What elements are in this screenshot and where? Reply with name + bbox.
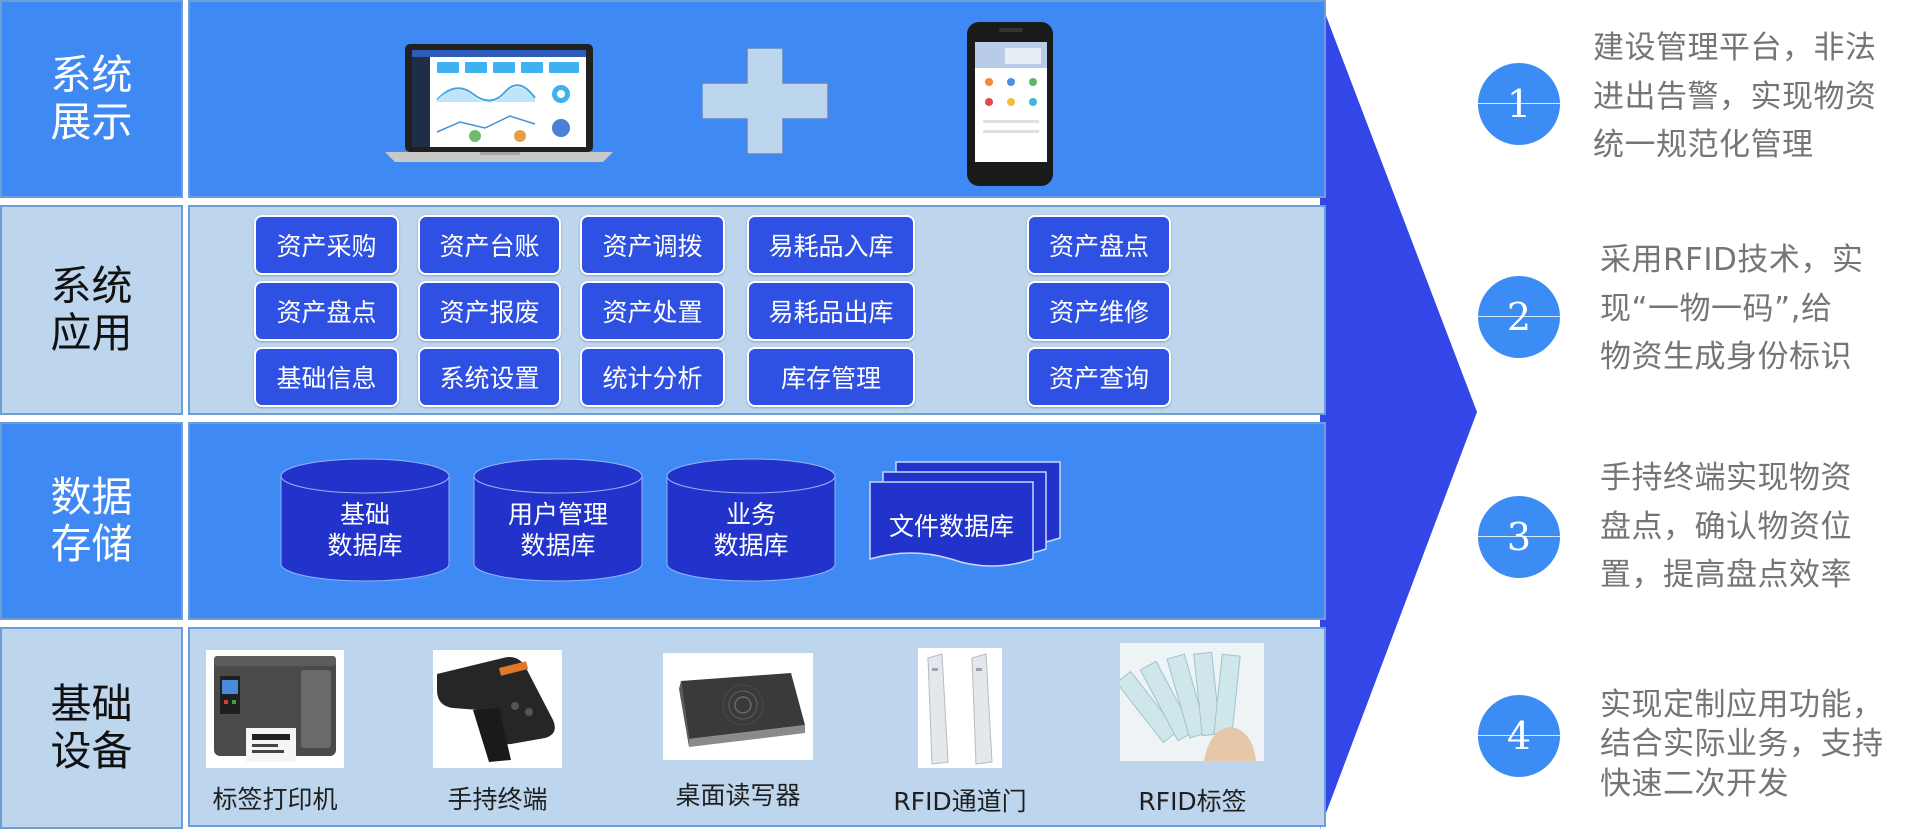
module-asset-scrap[interactable]: 资产报废 — [418, 281, 561, 341]
point-number-3: 3 — [1478, 496, 1560, 578]
label-printer-icon — [206, 650, 344, 768]
layer-label-display: 系统 展示 — [0, 0, 183, 198]
point-text-2: 采用RFID技术，实 现“一物一码”,给 物资生成身份标识 — [1600, 242, 1864, 376]
database-basic-label: 基础 数据库 — [327, 500, 403, 560]
layer-label-hardware: 基础 设备 — [0, 627, 183, 829]
module-system-settings[interactable]: 系统设置 — [418, 347, 561, 407]
device-label-rfid-gate: RFID通道门 — [893, 787, 1027, 816]
database-business: 业务 数据库 — [666, 458, 836, 582]
file-database-label: 文件数据库 — [888, 512, 1014, 541]
file-database: 文件数据库 — [868, 460, 1062, 572]
module-asset-query[interactable]: 资产查询 — [1027, 347, 1171, 407]
module-consumable-inbound[interactable]: 易耗品入库 — [747, 215, 915, 275]
module-asset-disposal[interactable]: 资产处置 — [580, 281, 725, 341]
rfid-gate-icon — [918, 648, 1002, 768]
laptop-icon — [385, 44, 613, 162]
module-asset-inventory-right[interactable]: 资产盘点 — [1027, 215, 1171, 275]
chevron-arrow — [1320, 0, 1477, 829]
plus-icon — [701, 47, 829, 155]
rfid-tag-icon — [1120, 643, 1264, 761]
device-label-desktop-reader: 桌面读写器 — [675, 781, 801, 810]
device-label-handheld: 手持终端 — [447, 785, 548, 814]
desktop-reader-icon — [663, 653, 813, 760]
smartphone-icon — [967, 22, 1053, 186]
database-user-management-label: 用户管理 数据库 — [507, 500, 608, 560]
point-text-3: 手持终端实现物资 盘点，确认物资位 置，提高盘点效率 — [1600, 460, 1852, 594]
point-text-1: 建设管理平台，非法 进出告警，实现物资 统一规范化管理 — [1593, 30, 1877, 164]
handheld-terminal-icon — [433, 650, 562, 768]
layer-panel-display — [188, 0, 1326, 198]
document-stack-icon — [869, 461, 1061, 567]
module-asset-purchase[interactable]: 资产采购 — [254, 215, 399, 275]
module-basic-info[interactable]: 基础信息 — [254, 347, 399, 407]
device-label-printer: 标签打印机 — [212, 785, 338, 814]
database-basic: 基础 数据库 — [280, 458, 450, 582]
point-number-1: 1 — [1478, 63, 1560, 145]
module-inventory-management[interactable]: 库存管理 — [747, 347, 915, 407]
database-user-management: 用户管理 数据库 — [473, 458, 643, 582]
module-asset-transfer[interactable]: 资产调拨 — [580, 215, 725, 275]
layer-label-application: 系统 应用 — [0, 205, 183, 415]
point-text-4: 实现定制应用功能， 结合实际业务，支持 快速二次开发 — [1600, 687, 1884, 802]
device-label-rfid-tag: RFID标签 — [1138, 787, 1247, 816]
module-asset-ledger[interactable]: 资产台账 — [418, 215, 561, 275]
layer-label-storage: 数据 存储 — [0, 422, 183, 620]
point-number-2: 2 — [1478, 276, 1560, 358]
point-number-4: 4 — [1478, 695, 1560, 777]
database-business-label: 业务 数据库 — [713, 500, 789, 560]
module-consumable-outbound[interactable]: 易耗品出库 — [747, 281, 915, 341]
module-statistics[interactable]: 统计分析 — [580, 347, 725, 407]
module-asset-inventory[interactable]: 资产盘点 — [254, 281, 399, 341]
module-asset-repair[interactable]: 资产维修 — [1027, 281, 1171, 341]
